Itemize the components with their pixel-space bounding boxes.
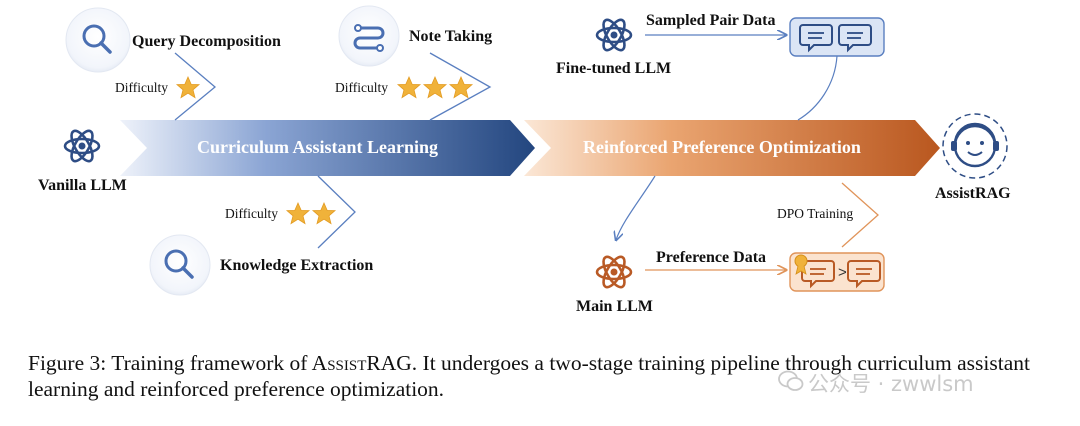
chevron-note: [429, 52, 492, 121]
stage1-arrow: [120, 120, 535, 176]
sampled-pair-label: Sampled Pair Data: [646, 12, 776, 29]
query-star-icon: [176, 76, 200, 98]
note-star-icon-3: [449, 76, 473, 98]
knowledge-extraction-label: Knowledge Extraction: [220, 257, 374, 274]
note-taking-icon: [338, 5, 400, 67]
caption-name-first: A: [311, 351, 328, 375]
finetuned-llm-label: Fine-tuned LLM: [556, 60, 672, 77]
knowledge-star-icon-1: [286, 202, 310, 225]
query-decomposition-label: Query Decomposition: [132, 33, 281, 50]
knowledge-extraction-icon: [149, 234, 211, 296]
stage2-arrow: [524, 120, 940, 176]
watermark-text: 公众号 · zwwlsm: [808, 372, 974, 396]
note-taking-label: Note Taking: [409, 28, 493, 45]
vanilla-llm-label: Vanilla LLM: [38, 177, 127, 194]
main-llm-label: Main LLM: [576, 298, 653, 315]
knowledge-difficulty-label: Difficulty: [225, 206, 278, 221]
sampled-pair-box: [789, 17, 885, 57]
vanilla-llm-atom-icon: [63, 126, 101, 166]
note-star-icon-1: [397, 76, 421, 98]
main-llm-atom-icon: [595, 252, 633, 292]
caption-name-smallcaps: ssist: [327, 351, 367, 375]
assistrag-label: AssistRAG: [935, 185, 1011, 202]
greater-than-sign: >: [838, 264, 847, 281]
knowledge-star-icon-2: [312, 202, 336, 225]
finetuned-llm-atom-icon: [595, 15, 633, 55]
chevron-knowledge: [317, 175, 356, 249]
dpo-chevron: [841, 182, 879, 248]
preference-data-label: Preference Data: [656, 249, 767, 266]
stage2-to-main-arrow: [616, 175, 656, 240]
wechat-icon: [778, 370, 804, 391]
note-difficulty-label: Difficulty: [335, 80, 388, 95]
caption-suffix: . It undergoes a two-stage training pipe…: [28, 351, 1030, 401]
dpo-training-label: DPO Training: [777, 206, 854, 221]
stage1-label: Curriculum Assistant Learning: [197, 137, 439, 157]
caption-prefix: Figure 3: Training framework of: [28, 351, 312, 375]
assistrag-assistant-icon: [942, 113, 1008, 179]
sampled-to-stage2-line: [797, 55, 838, 121]
caption-name-rest: RAG: [366, 351, 412, 375]
note-star-icon-2: [423, 76, 447, 98]
chevron-query: [174, 52, 217, 121]
stage2-label: Reinforced Preference Optimization: [583, 137, 861, 157]
query-difficulty-label: Difficulty: [115, 80, 168, 95]
figure-caption: Figure 3: Training framework of AssistRA…: [28, 350, 1058, 402]
award-badge-icon: [794, 254, 808, 275]
query-decomposition-icon: [65, 7, 131, 73]
